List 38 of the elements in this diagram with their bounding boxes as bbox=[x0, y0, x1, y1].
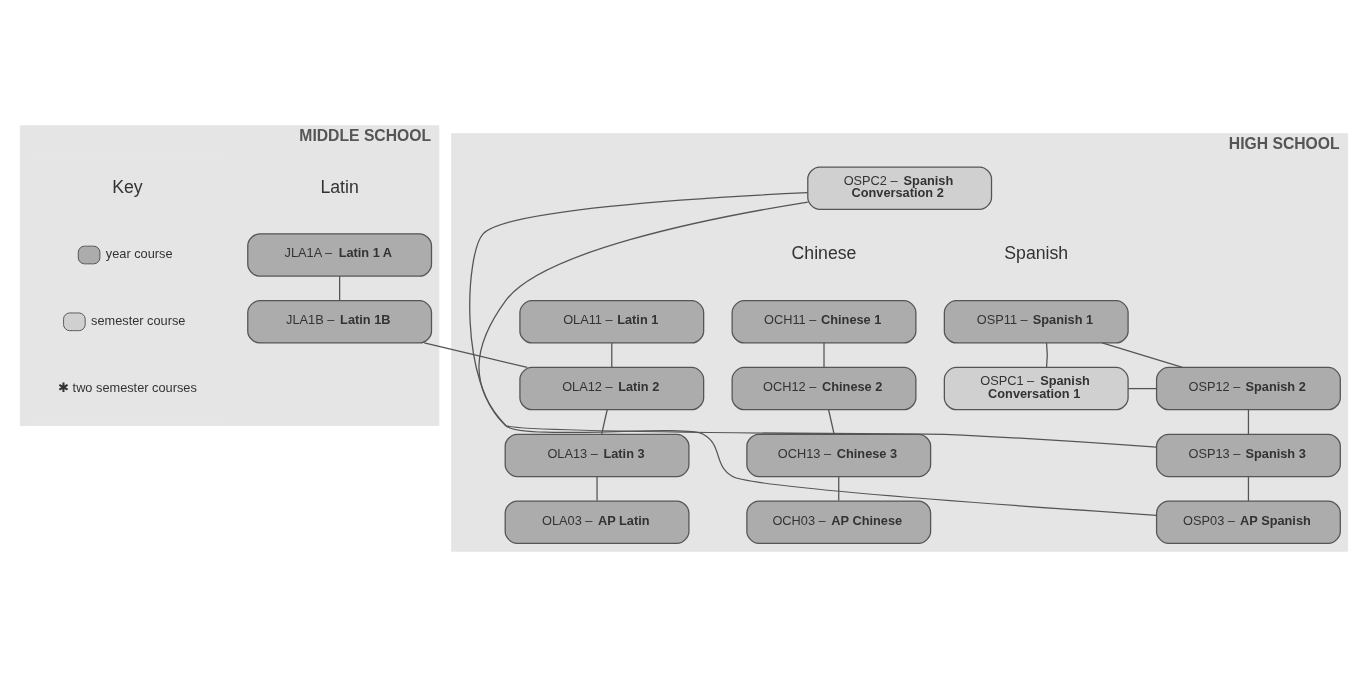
label: Latin bbox=[320, 176, 359, 197]
node-box: OSP11 – Spanish 1 bbox=[943, 300, 1129, 344]
connector bbox=[838, 475, 840, 502]
node-box: JLA1A – Latin 1 A bbox=[247, 233, 433, 277]
label: Chinese bbox=[791, 243, 857, 264]
node-box: OCH13 – Chinese 3 bbox=[746, 433, 932, 478]
node-box: OSPC2 – Spanish Conversation 2 bbox=[807, 166, 993, 210]
connector bbox=[1127, 387, 1158, 390]
legend-label: semester course bbox=[91, 313, 186, 329]
connector bbox=[1101, 342, 1184, 369]
node-box: OLA03 – AP Latin bbox=[504, 500, 690, 544]
connector bbox=[611, 342, 613, 368]
label: Spanish bbox=[1004, 243, 1069, 264]
connector bbox=[827, 409, 835, 435]
connector bbox=[1247, 475, 1250, 502]
connector bbox=[823, 342, 825, 368]
connector bbox=[339, 275, 341, 302]
node-box: OLA13 – Latin 3 bbox=[504, 433, 690, 478]
connector bbox=[478, 201, 1158, 516]
legend-label: ✱ two semester courses bbox=[58, 379, 197, 395]
connector bbox=[1045, 342, 1048, 368]
node-box: OSP13 – Spanish 3 bbox=[1155, 433, 1341, 478]
label: Key bbox=[112, 176, 143, 197]
node-box: OCH11 – Chinese 1 bbox=[731, 300, 917, 344]
node-box: OSP12 – Spanish 2 bbox=[1155, 366, 1341, 411]
node-box: OLA11 – Latin 1 bbox=[519, 300, 705, 344]
node-box: OCH03 – AP Chinese bbox=[746, 500, 932, 544]
legend-label: year course bbox=[105, 246, 173, 262]
connector bbox=[1247, 409, 1250, 435]
connector bbox=[601, 409, 608, 435]
connector bbox=[596, 475, 598, 502]
connector bbox=[469, 192, 1158, 448]
node-box: OSP03 – AP Spanish bbox=[1155, 500, 1341, 544]
node-box: OSPC1 – Spanish Conversation 1 bbox=[943, 366, 1129, 411]
node-box: OLA12 – Latin 2 bbox=[519, 366, 705, 411]
node-box: OCH12 – Chinese 2 bbox=[731, 366, 917, 411]
connector bbox=[423, 342, 528, 369]
node-box: JLA1B – Latin 1B bbox=[247, 300, 433, 344]
